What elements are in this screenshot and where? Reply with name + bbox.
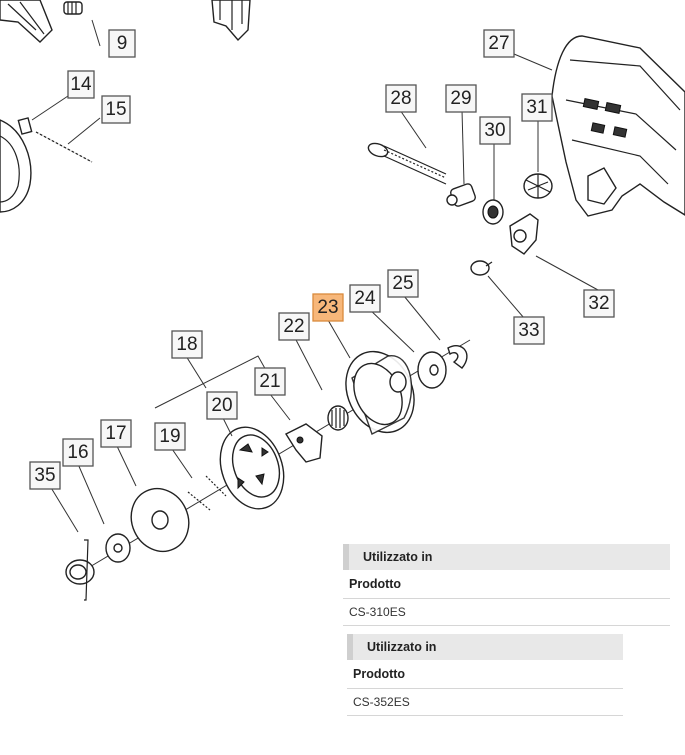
svg-text:25: 25 — [392, 273, 413, 294]
part-21-shoe — [284, 423, 323, 463]
part-35-spring — [65, 539, 95, 601]
part-23-clutch-drum — [345, 350, 415, 435]
callout-35: 35 — [29, 461, 61, 490]
svg-text:35: 35 — [34, 465, 55, 486]
callout-16: 16 — [62, 438, 94, 467]
svg-text:23: 23 — [317, 297, 338, 318]
svg-text:20: 20 — [211, 395, 232, 416]
usage-panel-1: Utilizzato in Prodotto CS-310ES — [343, 544, 670, 626]
part-27-housing — [551, 35, 685, 217]
callout-20: 20 — [206, 391, 238, 420]
svg-text:9: 9 — [117, 33, 128, 54]
usage-panel-header: Utilizzato in — [343, 544, 670, 570]
usage-panel-product-label: Prodotto — [343, 570, 670, 599]
svg-text:17: 17 — [105, 423, 126, 444]
svg-text:27: 27 — [488, 33, 509, 54]
callout-24: 24 — [349, 284, 381, 313]
svg-text:15: 15 — [105, 99, 126, 120]
svg-text:16: 16 — [67, 442, 88, 463]
part-14-clip — [17, 117, 33, 135]
svg-text:24: 24 — [354, 288, 376, 309]
callout-31: 31 — [521, 93, 553, 122]
part-20-clutch-hub — [219, 426, 285, 510]
svg-text:14: 14 — [70, 74, 92, 95]
part-22-bearing — [327, 405, 349, 431]
usage-panel-header-text: Utilizzato in — [367, 640, 437, 654]
part-19-springs — [187, 475, 227, 511]
svg-text:21: 21 — [259, 371, 280, 392]
callout-9: 9 — [108, 29, 136, 58]
callout-21: 21 — [254, 367, 286, 396]
part-16-washer — [105, 533, 131, 563]
callout-22: 22 — [278, 312, 310, 341]
callout-32: 32 — [583, 289, 615, 318]
svg-text:30: 30 — [484, 120, 505, 141]
svg-text:29: 29 — [450, 88, 471, 109]
callout-14: 14 — [67, 70, 95, 99]
svg-text:31: 31 — [526, 97, 547, 118]
callout-15: 15 — [101, 95, 131, 124]
part-29-nut — [446, 183, 476, 207]
usage-panel-2: Utilizzato in Prodotto CS-352ES — [347, 634, 623, 716]
part-28-long-bolt — [367, 142, 447, 185]
part-top-left-bracket — [0, 0, 53, 43]
svg-text:33: 33 — [518, 320, 539, 341]
part-17-plate — [130, 487, 190, 553]
svg-text:22: 22 — [283, 316, 304, 337]
usage-panel-product-label: Prodotto — [347, 660, 623, 689]
callout-23-highlighted: 23 — [312, 293, 344, 322]
part-9-bolt — [63, 1, 83, 15]
usage-panel-header: Utilizzato in — [347, 634, 623, 660]
callout-27: 27 — [483, 29, 515, 58]
callout-17: 17 — [100, 419, 132, 448]
callout-19: 19 — [154, 422, 186, 451]
callout-28: 28 — [385, 84, 417, 113]
part-30-small-nut — [482, 199, 504, 225]
part-25-clip — [447, 345, 468, 369]
part-top-center-bracket — [211, 0, 251, 42]
part-32-bracket — [509, 213, 539, 255]
svg-text:19: 19 — [159, 426, 180, 447]
svg-text:18: 18 — [176, 334, 197, 355]
callout-30: 30 — [479, 116, 511, 145]
callout-33: 33 — [513, 316, 545, 345]
part-33-screw — [470, 260, 493, 276]
svg-text:28: 28 — [390, 88, 411, 109]
usage-panel-product-value[interactable]: CS-310ES — [343, 599, 670, 626]
callout-29: 29 — [445, 84, 477, 113]
callout-18: 18 — [171, 330, 203, 359]
callout-25: 25 — [387, 269, 419, 298]
part-31-gear — [523, 173, 553, 199]
svg-text:32: 32 — [588, 293, 609, 314]
part-left-cover — [0, 119, 32, 213]
part-15-spring — [35, 131, 93, 163]
usage-panel-header-text: Utilizzato in — [363, 550, 433, 564]
usage-panel-product-value[interactable]: CS-352ES — [347, 689, 623, 716]
part-24-washer — [417, 351, 447, 389]
